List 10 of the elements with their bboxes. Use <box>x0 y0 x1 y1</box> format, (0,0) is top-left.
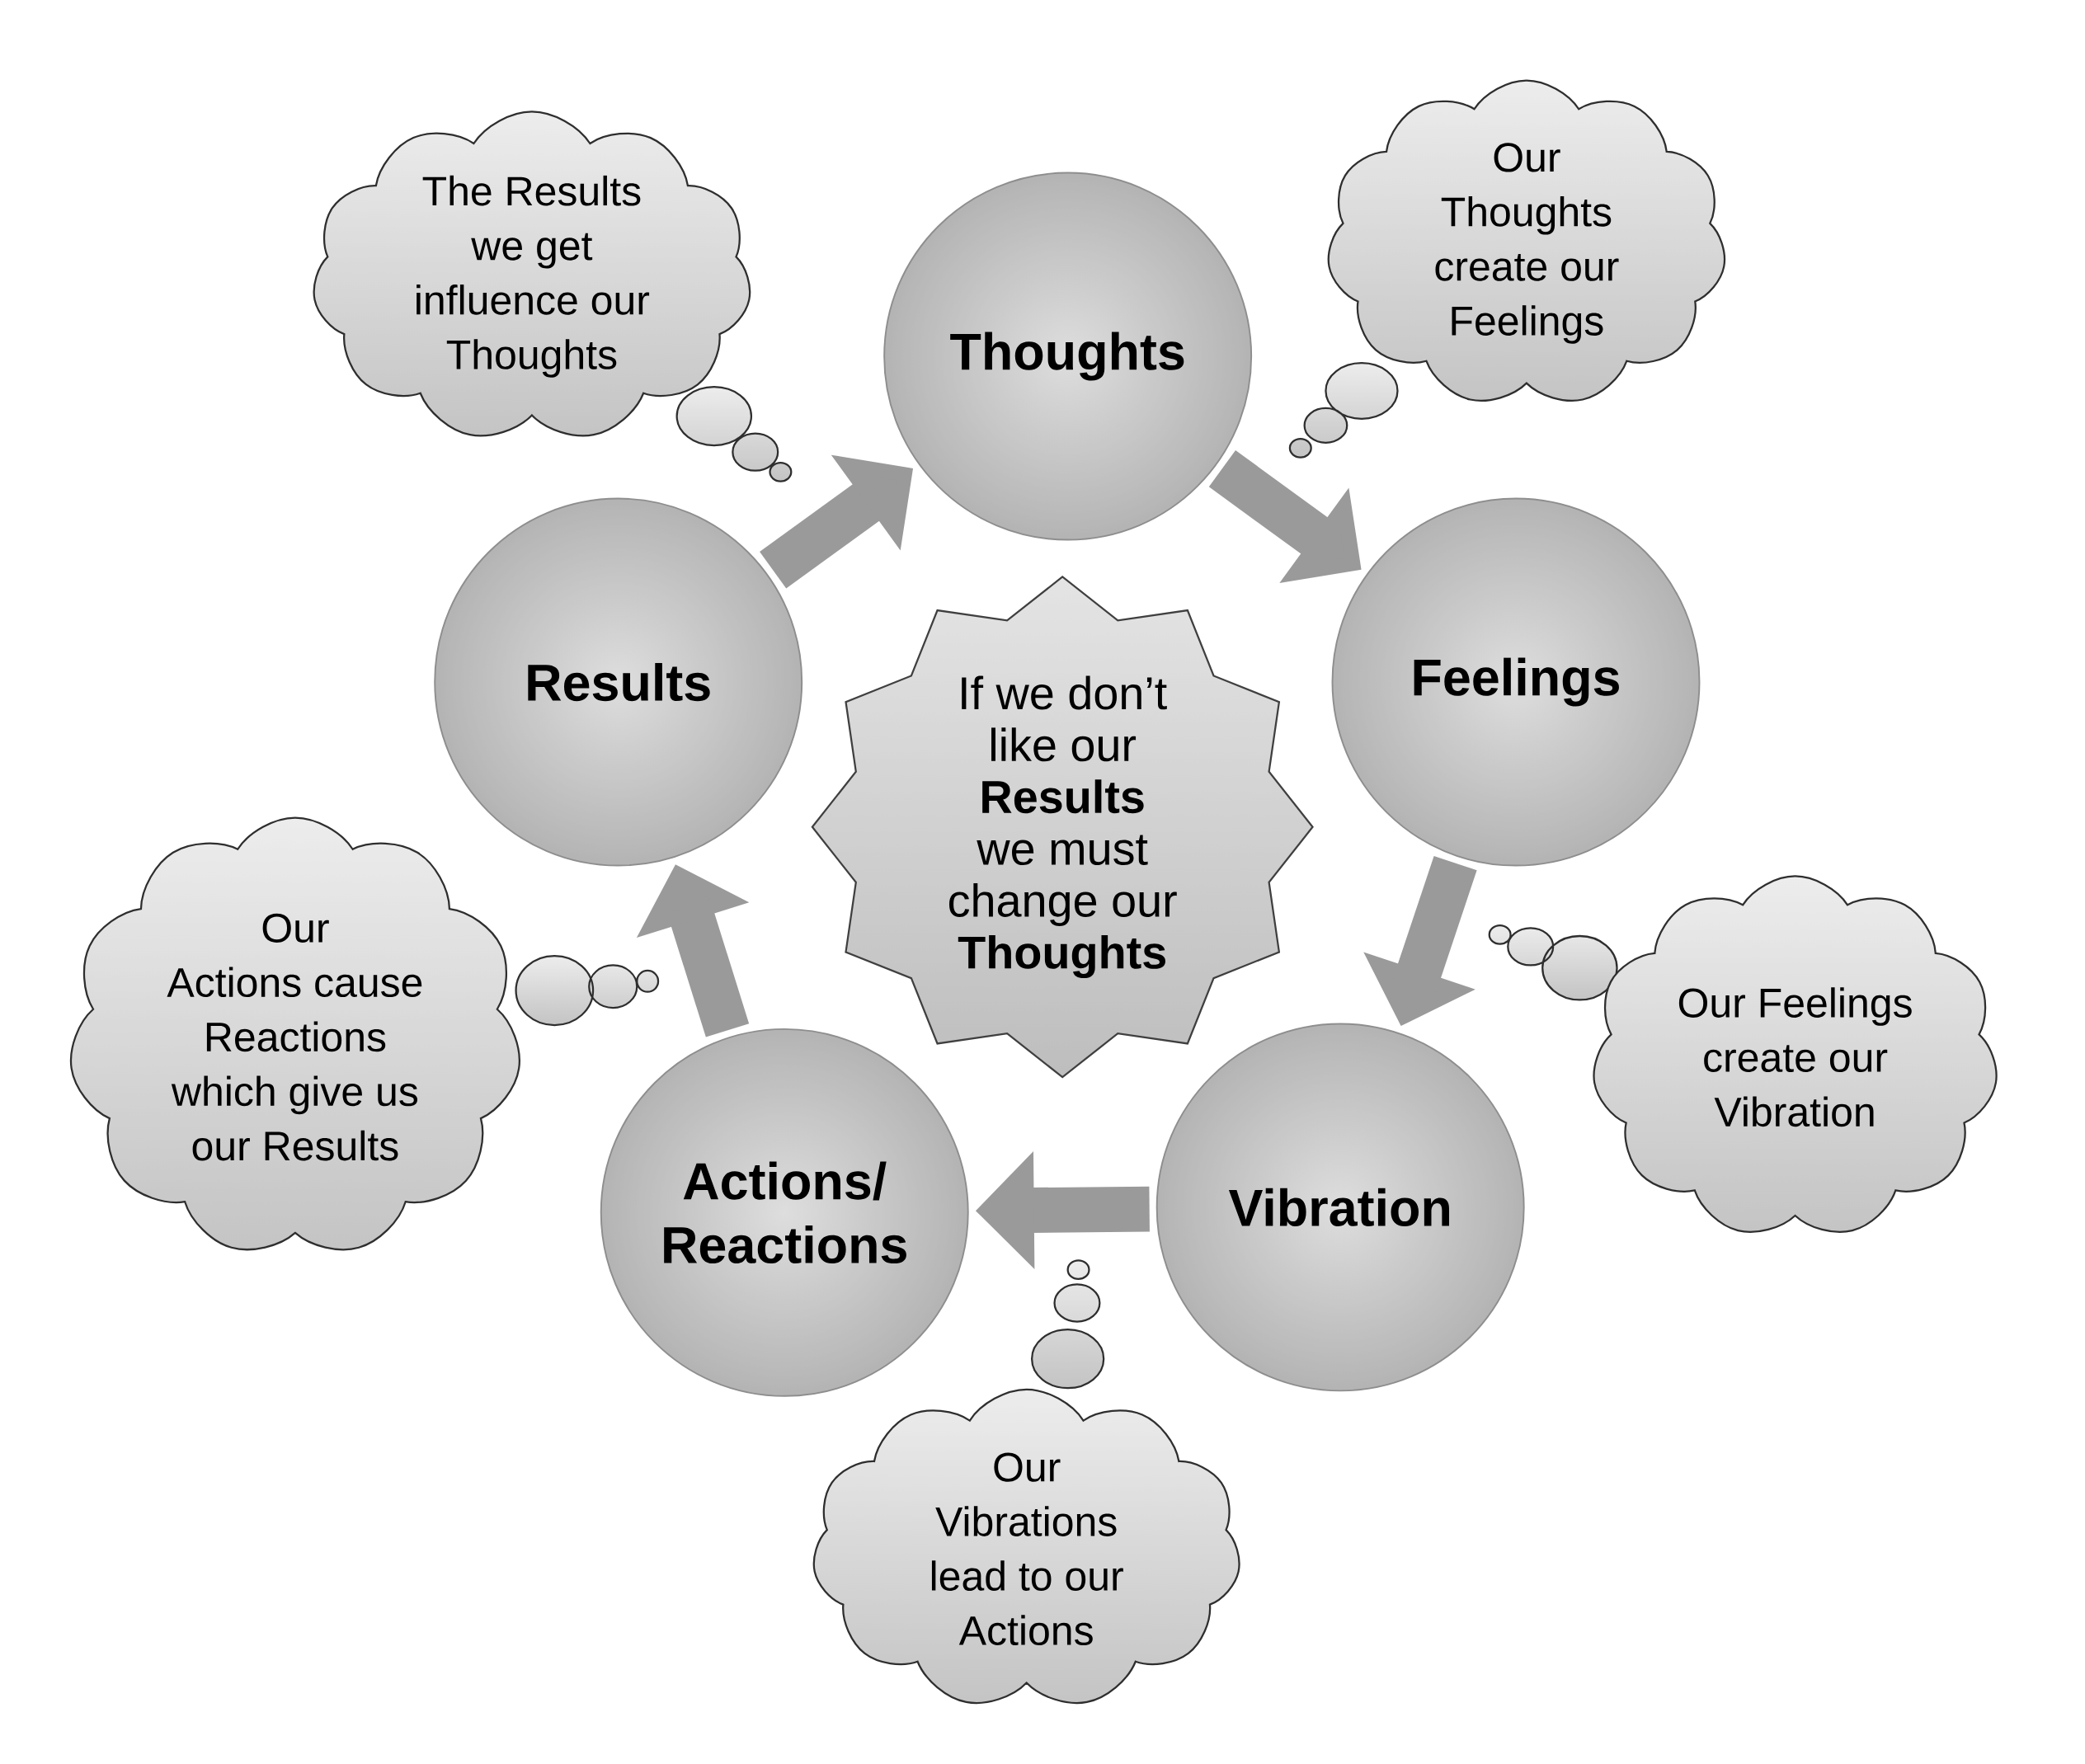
thought-cloud: Our Actions cause Reactions which give us our Results <box>69 816 520 1251</box>
circle-node: Thoughts <box>883 172 1253 541</box>
circle-node: Results <box>434 497 803 867</box>
circle-node: Vibration <box>1155 1023 1525 1392</box>
circle-node: Actions/ Reactions <box>600 1028 969 1397</box>
thought-cloud: The Results we get influence our Thoughts <box>313 110 751 437</box>
thought-cloud: Our Vibrations lead to our Actions <box>812 1388 1240 1704</box>
thought-cloud: Our Feelings create our Vibration <box>1593 875 1998 1233</box>
thought-cloud: Our Thoughts create our Feelings <box>1327 79 1726 402</box>
circle-node: Feelings <box>1331 497 1701 867</box>
